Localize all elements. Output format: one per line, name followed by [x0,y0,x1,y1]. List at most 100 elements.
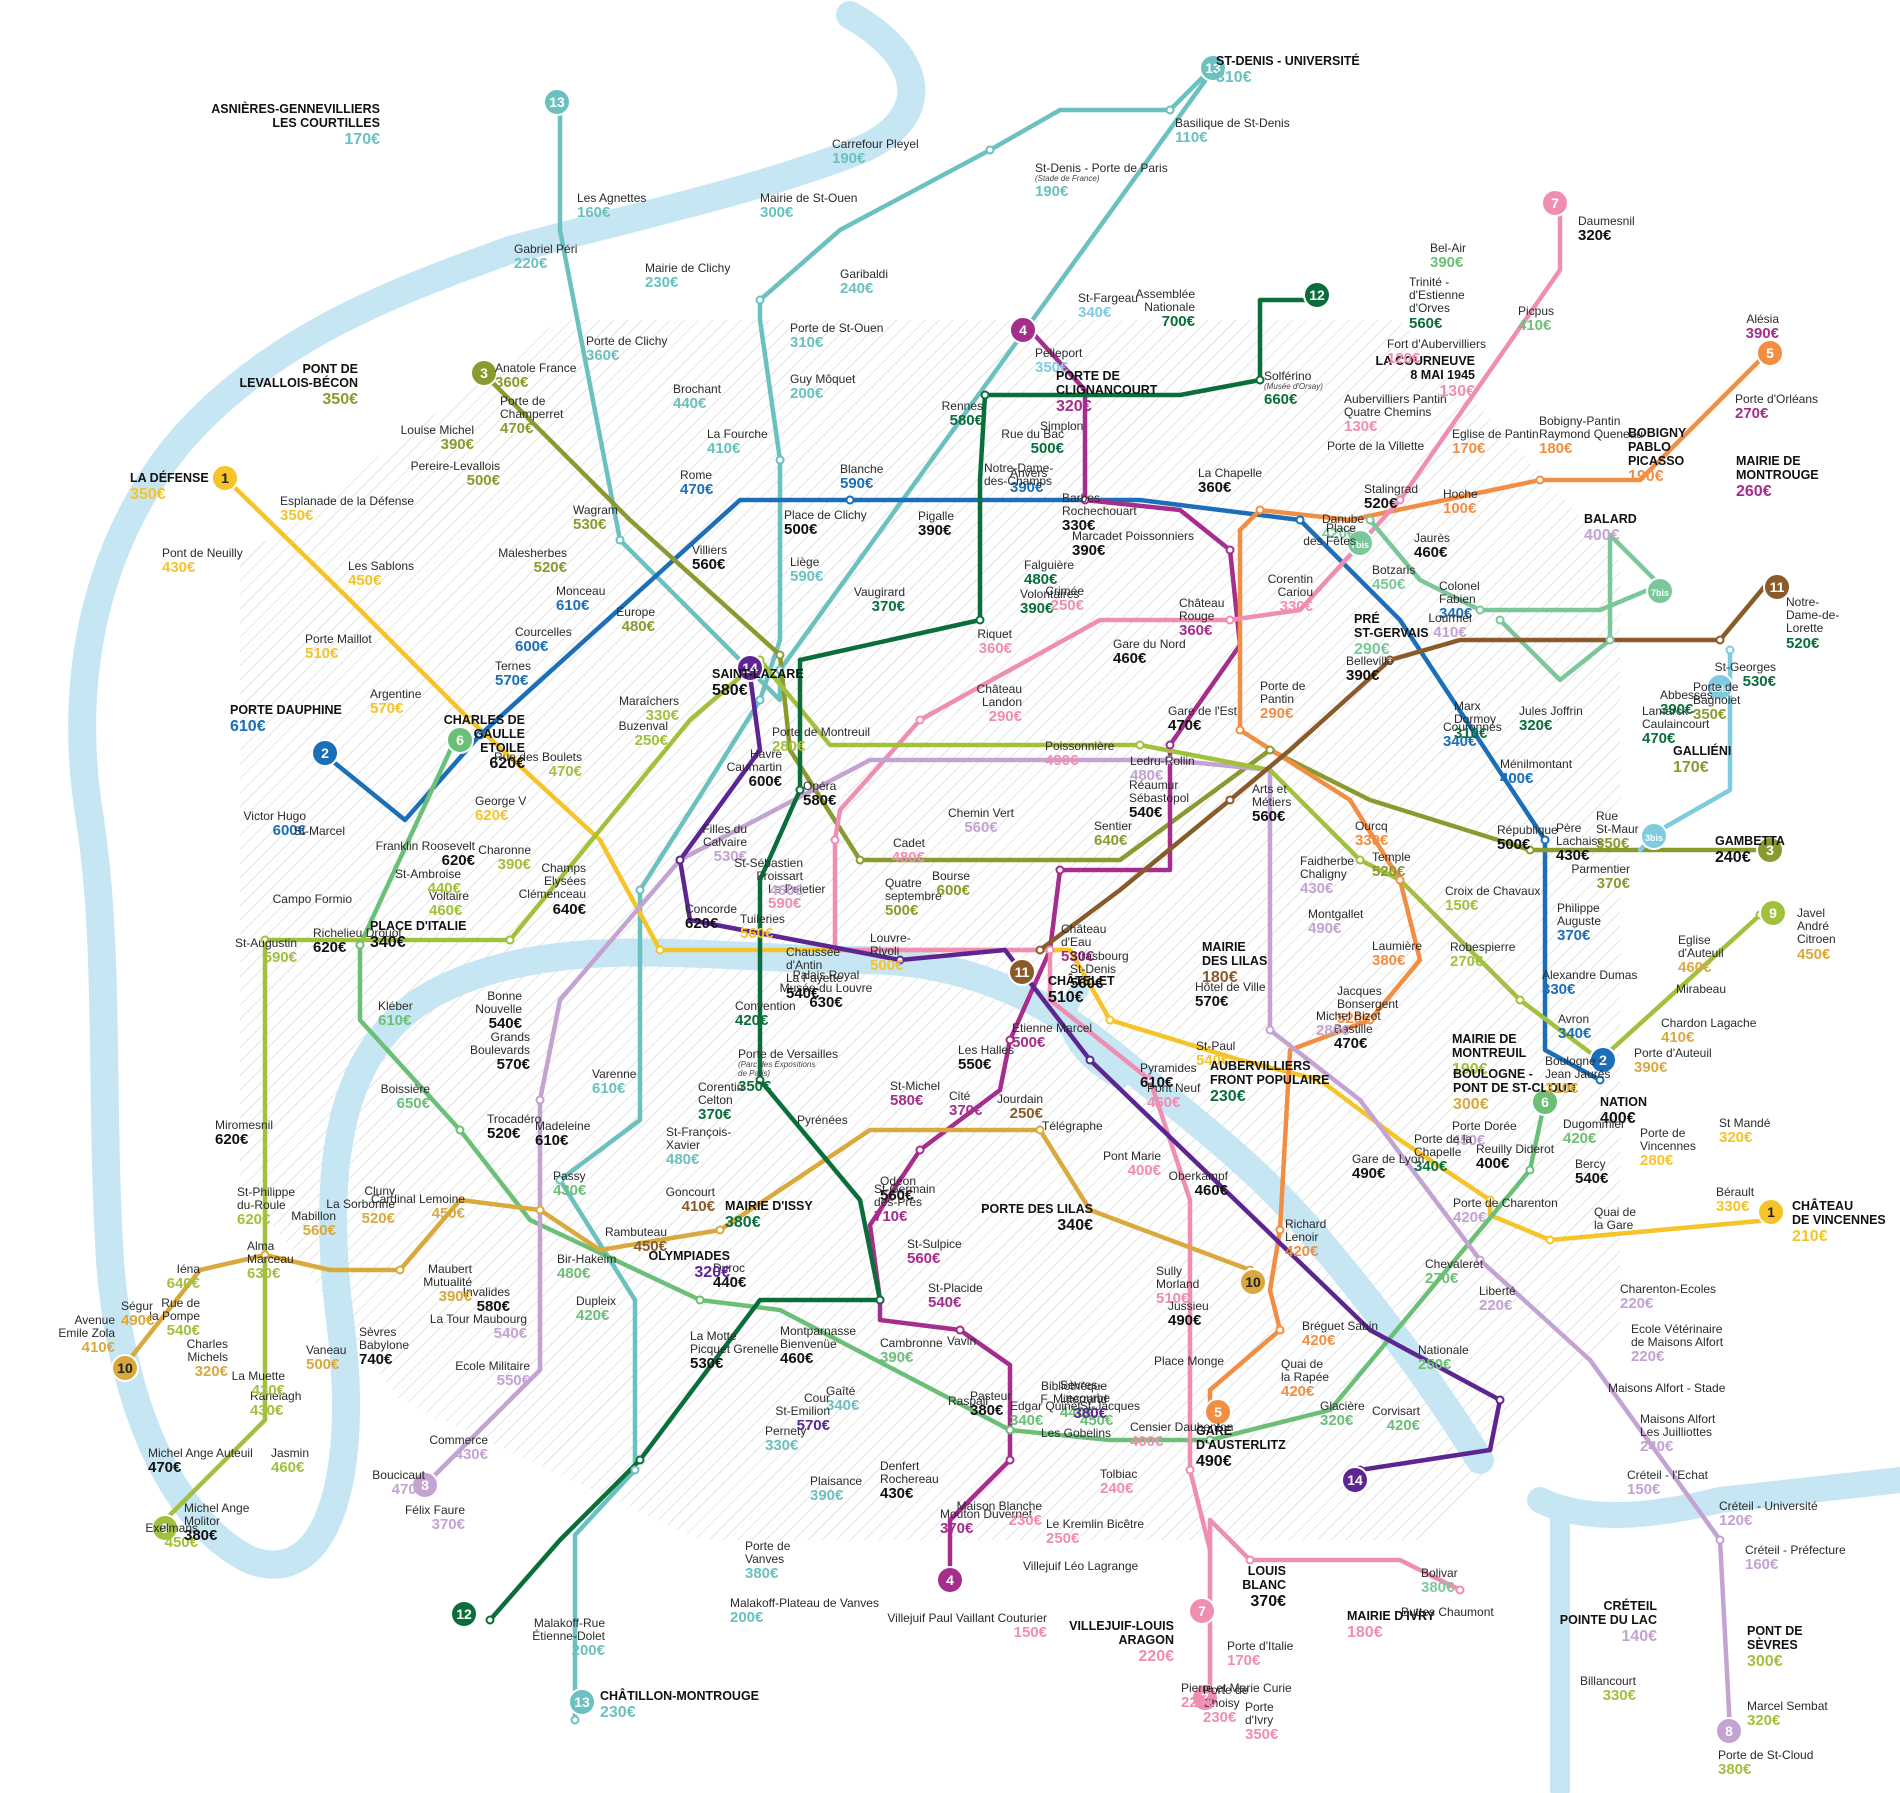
line-badge-l8[interactable]: 8 [411,1471,439,1499]
station-porte-de-la-villette[interactable]: Porte de la Villette [1327,439,1424,453]
station-raspail[interactable]: Raspail [948,1394,988,1408]
line-badge-l3bis[interactable]: 3bis [1706,673,1734,701]
line-badge-l1[interactable]: 1 [1757,1198,1785,1226]
line-badge-l1[interactable]: 1 [211,464,239,492]
line-badge-l4[interactable]: 4 [936,1566,964,1594]
line-badge-l7bis[interactable]: 7bis [1646,577,1674,605]
line-badge-l3[interactable]: 3 [470,359,498,387]
line-badge-l2[interactable]: 2 [1589,1046,1617,1074]
line-badge-l8[interactable]: 8 [1715,1717,1743,1745]
station-simplon[interactable]: Simplon [1040,419,1083,433]
line-badge-l10[interactable]: 10 [111,1354,139,1382]
station-pyrenees[interactable]: Pyrénées [797,1113,848,1127]
line-badge-l3[interactable]: 3 [1756,836,1784,864]
station-solferino[interactable]: Solférino(Musée d'Orsay)660€ [1264,369,1323,408]
line-badge-l3bis[interactable]: 3bis [1640,822,1668,850]
